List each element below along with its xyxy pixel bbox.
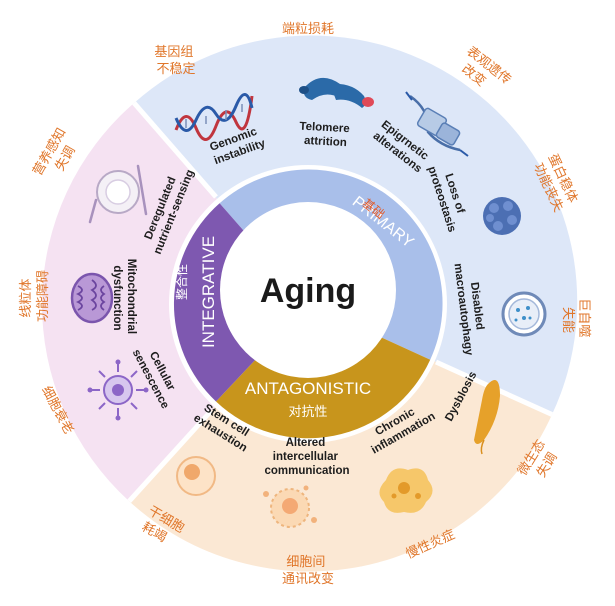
cn-text: 通讯改变 bbox=[282, 571, 334, 587]
hallmark-text: attrition bbox=[304, 135, 347, 149]
hallmark-text: dysfunction bbox=[111, 265, 123, 330]
group-label-antagonistic: ANTAGONISTIC 对抗性 bbox=[245, 379, 371, 420]
svg-text:线粒体 功能障碍: 线粒体 功能障碍 bbox=[19, 270, 51, 322]
protein-cluster-icon bbox=[483, 197, 521, 235]
hallmark-telomere-attrition: Telomere attrition bbox=[298, 121, 353, 150]
senescent-cell-icon bbox=[87, 359, 149, 421]
svg-text:细胞间 通讯改变: 细胞间 通讯改变 bbox=[282, 555, 334, 587]
cn-label-mitochondrial: 线粒体 功能障碍 bbox=[19, 270, 51, 322]
cn-label-communication: 细胞间 通讯改变 bbox=[282, 555, 334, 587]
center-title: Aging bbox=[260, 272, 356, 310]
svg-text:基因组 不稳定: 基因组 不稳定 bbox=[154, 45, 197, 77]
cn-label-genomic: 基因组 不稳定 bbox=[154, 45, 197, 77]
svg-text:巨自噬 失能: 巨自噬 失能 bbox=[560, 298, 591, 341]
center-disk bbox=[220, 202, 396, 378]
hallmark-mitochondrial-dysfunction: Mitochondrial dysfunction bbox=[111, 259, 137, 338]
cn-text: 失能 bbox=[560, 307, 575, 333]
cn-label-autophagy: 巨自噬 失能 bbox=[560, 298, 591, 341]
chromosome-icon bbox=[299, 77, 374, 108]
cn-text: 线粒体 bbox=[19, 279, 34, 318]
cn-text: 不稳定 bbox=[156, 61, 195, 77]
hallmark-text: communication bbox=[265, 465, 350, 477]
outer-divider bbox=[132, 101, 218, 199]
outer-divider bbox=[127, 409, 213, 503]
integrative-label-cn: 整合性 bbox=[174, 264, 189, 300]
cn-text: 细胞间 bbox=[286, 555, 325, 570]
cn-text: 基因组 bbox=[154, 45, 193, 60]
signaling-cell-icon bbox=[263, 485, 317, 528]
group-label-integrative: INTEGRATIVE 整合性 bbox=[174, 236, 218, 348]
hallmark-text: Disabled bbox=[468, 282, 486, 331]
cn-text: 巨自噬 bbox=[576, 298, 591, 337]
stem-cell-icon bbox=[176, 456, 216, 496]
antagonistic-label: ANTAGONISTIC bbox=[245, 379, 371, 398]
nucleosome-icon bbox=[405, 91, 469, 157]
hallmark-altered-intercellular-communication: Altered intercellular communication bbox=[265, 437, 350, 477]
plate-icon bbox=[88, 164, 148, 224]
cn-label-telomere: 端粒损耗 bbox=[282, 22, 334, 37]
hallmark-text: Telomere bbox=[299, 121, 350, 136]
dna-helix-icon bbox=[174, 93, 254, 141]
inflamed-cell-icon bbox=[379, 468, 433, 513]
bacterium-icon bbox=[474, 380, 500, 455]
hallmark-text: Altered bbox=[286, 437, 326, 449]
svg-text:Altered intercellular: Altered intercellular communication bbox=[265, 437, 350, 477]
antagonistic-label-cn: 对抗性 bbox=[288, 405, 327, 420]
cn-text: 功能障碍 bbox=[36, 270, 51, 322]
svg-text:Mitochondrial dysfunctio: Mitochondrial dysfunction bbox=[111, 259, 137, 338]
hallmark-text: intercellular bbox=[273, 451, 339, 463]
integrative-label: INTEGRATIVE bbox=[199, 236, 218, 348]
svg-text:Telomere attrition: Telomere attrition bbox=[298, 121, 353, 150]
mitochondrion-icon bbox=[70, 272, 114, 324]
hallmark-text: Mitochondrial bbox=[125, 259, 137, 334]
autophagosome-icon bbox=[501, 291, 547, 337]
